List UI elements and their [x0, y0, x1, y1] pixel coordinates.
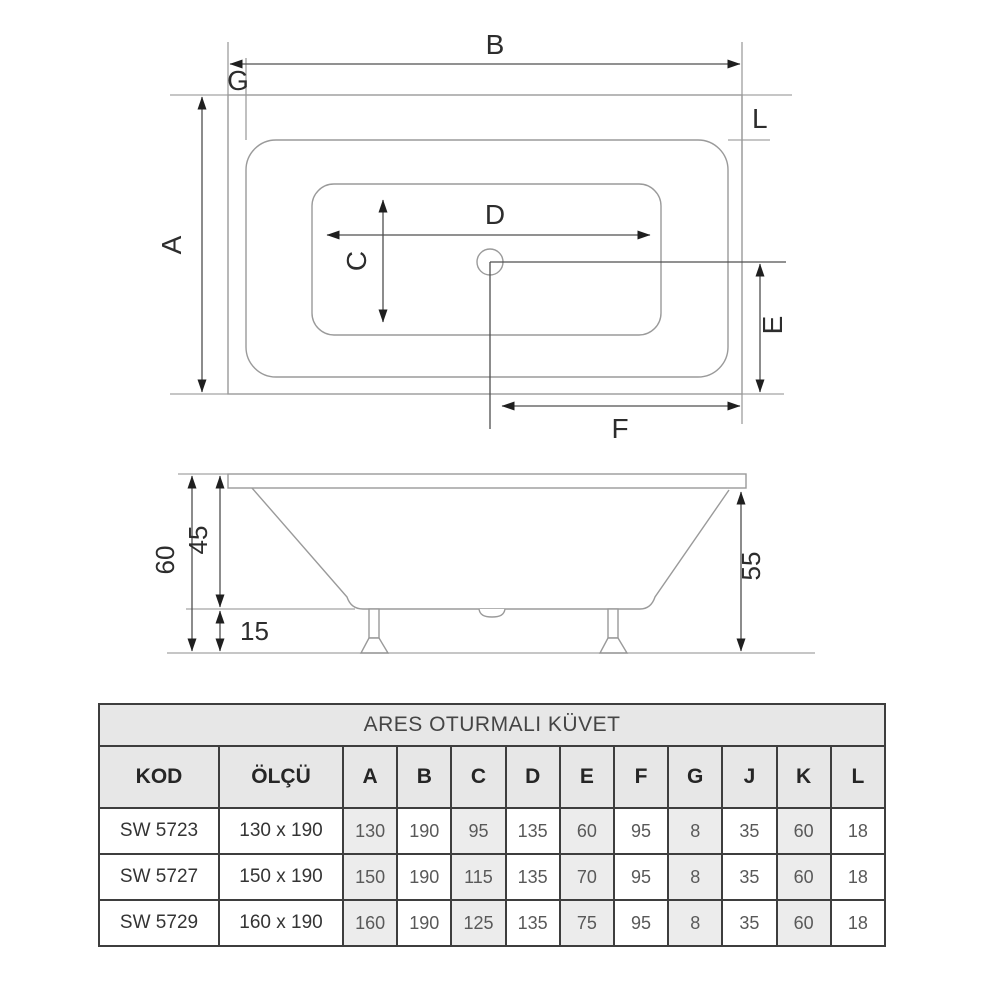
- col-header-j: J: [721, 745, 778, 809]
- tub-outer-rim-outline: [227, 94, 743, 395]
- col-header-a: A: [341, 745, 399, 809]
- right-leg-foot: [598, 637, 629, 654]
- dim-label-55: 55: [736, 552, 766, 581]
- table-title-row: ARES OTURMALI KÜVET: [97, 703, 887, 747]
- cell-j: 35: [721, 853, 778, 901]
- cell-b: 190: [396, 853, 453, 901]
- cell-b: 190: [396, 807, 453, 855]
- table-header-row: KOD ÖLÇÜ A B C D E F G J K L: [98, 745, 887, 809]
- col-header-b: B: [396, 745, 453, 809]
- right-leg-stem: [607, 608, 619, 639]
- cell-c: 125: [450, 899, 507, 947]
- cell-l: 18: [829, 899, 887, 947]
- cell-kod: SW 5729: [98, 899, 220, 947]
- cell-a: 160: [341, 899, 399, 947]
- cell-kod: SW 5723: [98, 807, 220, 855]
- left-leg-stem: [368, 608, 380, 639]
- table-row: SW 5729 160 x 190 160 190 125 135 75 95 …: [98, 899, 887, 947]
- col-header-olcu: ÖLÇÜ: [218, 745, 344, 809]
- cell-f: 95: [612, 899, 670, 947]
- col-header-e: E: [558, 745, 615, 809]
- drain-recess-profile: [478, 608, 506, 618]
- technical-drawing: B G A L D C E F: [150, 29, 815, 654]
- table-row: SW 5723 130 x 190 130 190 95 135 60 95 8…: [98, 807, 887, 855]
- tub-body-profile: [251, 487, 730, 610]
- col-header-g: G: [667, 745, 724, 809]
- cell-k: 60: [775, 807, 832, 855]
- cell-g: 8: [667, 899, 724, 947]
- cell-e: 60: [558, 807, 615, 855]
- dim-label-A: A: [156, 235, 187, 254]
- cell-j: 35: [721, 807, 778, 855]
- spec-table-container: ARES OTURMALI KÜVET KOD ÖLÇÜ A B C D E F…: [97, 703, 887, 947]
- tub-rim-profile: [227, 473, 747, 489]
- dim-label-45: 45: [183, 526, 213, 555]
- cell-b: 190: [396, 899, 453, 947]
- cell-d: 135: [504, 853, 561, 901]
- left-leg-foot: [359, 637, 390, 654]
- cell-olcu: 130 x 190: [218, 807, 344, 855]
- table-row: SW 5727 150 x 190 150 190 115 135 70 95 …: [98, 853, 887, 901]
- dim-label-L: L: [752, 103, 768, 134]
- cell-f: 95: [612, 853, 670, 901]
- dim-label-D: D: [485, 199, 505, 230]
- cell-kod: SW 5727: [98, 853, 220, 901]
- cell-c: 115: [450, 853, 507, 901]
- top-view-drawing: B G A L D C E F: [156, 29, 792, 444]
- col-header-l: L: [829, 745, 887, 809]
- dim-label-60: 60: [150, 546, 180, 575]
- spec-table: ARES OTURMALI KÜVET KOD ÖLÇÜ A B C D E F…: [97, 703, 887, 947]
- cell-g: 8: [667, 853, 724, 901]
- dim-label-E: E: [757, 316, 788, 335]
- cell-olcu: 150 x 190: [218, 853, 344, 901]
- cell-e: 75: [558, 899, 615, 947]
- cell-a: 150: [341, 853, 399, 901]
- dim-label-F: F: [611, 413, 628, 444]
- cell-d: 135: [504, 807, 561, 855]
- cell-j: 35: [721, 899, 778, 947]
- col-header-c: C: [450, 745, 507, 809]
- col-header-kod: KOD: [98, 745, 220, 809]
- side-view-drawing: 60 45 15 55: [150, 473, 815, 654]
- cell-g: 8: [667, 807, 724, 855]
- cell-k: 60: [775, 899, 832, 947]
- dim-label-B: B: [486, 29, 505, 60]
- dim-label-C: C: [341, 251, 372, 271]
- table-title: ARES OTURMALI KÜVET: [97, 703, 887, 747]
- tub-basin-outline: [311, 183, 662, 336]
- dim-label-G: G: [227, 65, 249, 96]
- col-header-d: D: [504, 745, 561, 809]
- cell-c: 95: [450, 807, 507, 855]
- cell-e: 70: [558, 853, 615, 901]
- cell-k: 60: [775, 853, 832, 901]
- cell-a: 130: [341, 807, 399, 855]
- dim-label-15: 15: [240, 616, 269, 646]
- col-header-k: K: [775, 745, 832, 809]
- cell-l: 18: [829, 807, 887, 855]
- col-header-f: F: [612, 745, 670, 809]
- cell-olcu: 160 x 190: [218, 899, 344, 947]
- tub-inner-rim-outline: [245, 139, 729, 378]
- cell-d: 135: [504, 899, 561, 947]
- cell-l: 18: [829, 853, 887, 901]
- cell-f: 95: [612, 807, 670, 855]
